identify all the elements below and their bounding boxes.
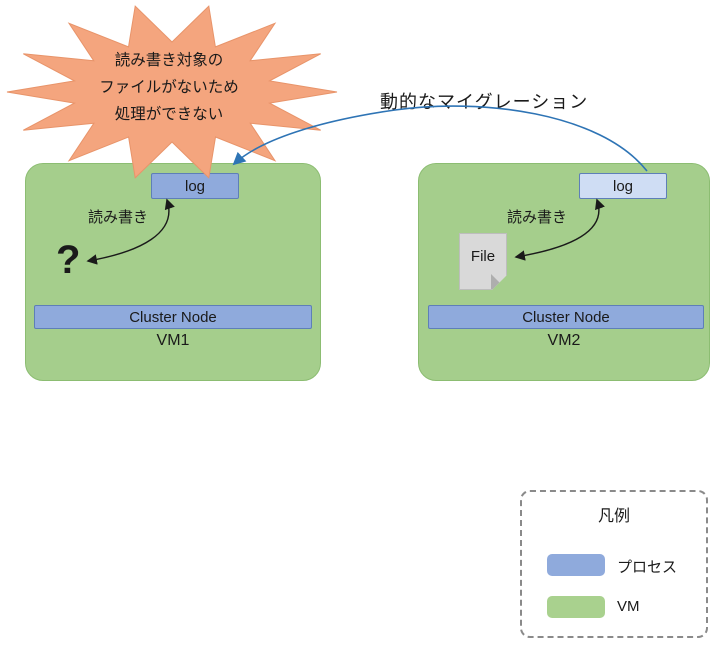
vm1-box: log 読み書き ? Cluster Node VM1 xyxy=(25,163,321,381)
legend-vm-swatch xyxy=(547,596,605,618)
error-burst-text: 読み書き対象の ファイルがないため 処理ができない xyxy=(80,47,258,128)
vm1-name-label: VM1 xyxy=(156,332,190,349)
vm1-cluster-node-bar: Cluster Node xyxy=(34,305,312,329)
vm2-name-label: VM2 xyxy=(547,332,581,349)
vm1-read-write-label: 読み書き xyxy=(88,209,149,226)
legend-vm-label: VM xyxy=(617,598,640,615)
legend-process-swatch xyxy=(547,554,605,576)
file-label: File xyxy=(470,248,496,265)
migration-label: 動的なマイグレーション xyxy=(380,92,589,112)
burst-line-3: 処理ができない xyxy=(114,106,224,123)
file-folded-corner xyxy=(491,274,506,289)
vm1-missing-file-question-mark: ? xyxy=(56,238,81,282)
legend-process-label: プロセス xyxy=(617,559,678,576)
vm1-log-process-box: log xyxy=(151,173,239,199)
migration-arrow xyxy=(232,105,648,172)
vm2-read-write-label: 読み書き xyxy=(507,209,568,226)
vm2-log-process-box: log xyxy=(579,173,667,199)
burst-line-1: 読み書き対象の xyxy=(114,52,224,69)
legend-box: 凡例 プロセス VM xyxy=(520,490,708,638)
vm2-cluster-node-bar: Cluster Node xyxy=(428,305,704,329)
file-document-icon: File xyxy=(459,233,507,290)
legend-title: 凡例 xyxy=(597,508,630,525)
burst-line-2: ファイルがないため xyxy=(99,79,239,96)
vm2-box: log 読み書き File Cluster Node VM2 xyxy=(418,163,710,381)
